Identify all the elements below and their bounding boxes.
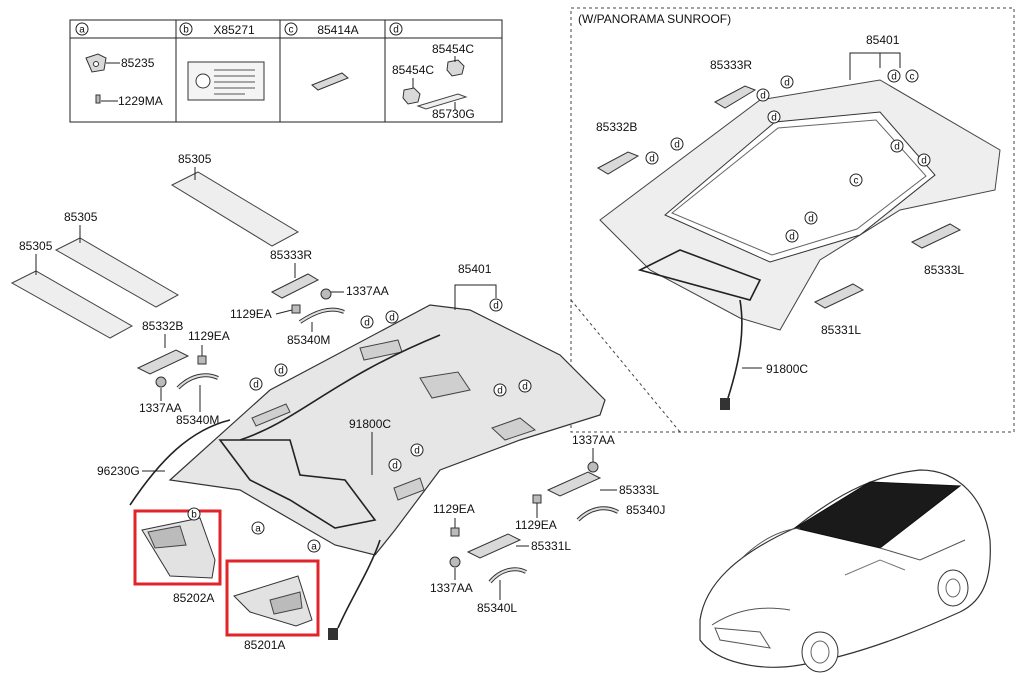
label-85340j: 85340J bbox=[626, 503, 665, 517]
bracket-group-upper: 85333R 1337AA 1129EA 85340M bbox=[230, 248, 389, 347]
svg-text:d: d bbox=[808, 214, 814, 225]
svg-text:d: d bbox=[493, 301, 499, 312]
svg-text:d: d bbox=[891, 72, 897, 83]
label-85333l: 85333L bbox=[619, 483, 659, 497]
car-illustration bbox=[699, 469, 991, 673]
label-1337aa-1: 1337AA bbox=[346, 284, 389, 298]
svg-text:d: d bbox=[414, 446, 420, 457]
svg-text:d: d bbox=[389, 313, 395, 324]
label-85235: 85235 bbox=[121, 56, 155, 70]
legend-table: a b X85271 c 85414A d 85235 1229MA bbox=[69, 19, 503, 123]
svg-text:d: d bbox=[278, 366, 284, 377]
legend-key-b: b bbox=[179, 22, 193, 36]
svg-text:d: d bbox=[784, 78, 790, 89]
svg-text:c: c bbox=[289, 25, 294, 36]
svg-text:d: d bbox=[921, 156, 927, 167]
label-85202a: 85202A bbox=[173, 591, 214, 605]
label-1337aa-3: 1337AA bbox=[572, 433, 615, 447]
inset-label-91800c: 91800C bbox=[766, 362, 808, 376]
label-1129ea-2: 1129EA bbox=[188, 329, 230, 343]
svg-text:c: c bbox=[854, 176, 859, 187]
bracket-group-right: 1337AA 85333L 1129EA 1129EA 85340J 85331… bbox=[430, 433, 665, 615]
main-headliner: 85401 d d d d d d d d d a a 91800C 96230… bbox=[97, 262, 606, 640]
label-1129ea-1: 1129EA bbox=[230, 307, 272, 321]
svg-text:b: b bbox=[183, 25, 189, 36]
label-1129ea-3: 1129EA bbox=[433, 502, 475, 516]
label-pad-mid: 85305 bbox=[64, 210, 98, 224]
svg-text:d: d bbox=[789, 232, 795, 243]
label-85401: 85401 bbox=[458, 262, 492, 276]
svg-text:a: a bbox=[311, 542, 317, 553]
cell-a-parts: 85235 1229MA bbox=[85, 53, 163, 108]
sun-visor-85201a[interactable]: 85201A bbox=[225, 559, 320, 652]
roof-pads: 85305 85305 85305 bbox=[10, 152, 300, 339]
label-85332b: 85332B bbox=[142, 319, 183, 333]
inset-label-85401: 85401 bbox=[866, 33, 900, 47]
svg-text:d: d bbox=[253, 380, 259, 391]
svg-text:d: d bbox=[760, 91, 766, 102]
label-pad-left: 85305 bbox=[19, 239, 53, 253]
cell-d-parts: 85454C 85454C 85730G bbox=[392, 42, 475, 121]
svg-text:d: d bbox=[392, 461, 398, 472]
label-1337aa-4: 1337AA bbox=[430, 581, 473, 595]
inset-label-85332b: 85332B bbox=[596, 120, 637, 134]
bracket-group-lower: 85332B 1129EA 1337AA 85340M bbox=[136, 319, 230, 427]
label-85340m-1: 85340M bbox=[287, 333, 330, 347]
label-85340l: 85340L bbox=[477, 601, 517, 615]
inset-title: (W/PANORAMA SUNROOF) bbox=[578, 12, 731, 26]
svg-text:d: d bbox=[364, 318, 370, 329]
svg-text:a: a bbox=[255, 524, 261, 535]
svg-text:d: d bbox=[649, 154, 655, 165]
label-91800c: 91800C bbox=[349, 417, 391, 431]
svg-text:d: d bbox=[522, 382, 528, 393]
legend-code-b: X85271 bbox=[213, 23, 255, 37]
legend-key-d: d bbox=[389, 22, 403, 36]
label-96230g: 96230G bbox=[97, 464, 140, 478]
label-1337aa-2: 1337AA bbox=[139, 401, 182, 415]
legend-key-c: c bbox=[284, 22, 298, 36]
cell-b-label-sticker bbox=[187, 61, 265, 101]
svg-text:d: d bbox=[393, 25, 399, 36]
label-85340m-2: 85340M bbox=[176, 413, 219, 427]
label-pad-top: 85305 bbox=[178, 152, 212, 166]
legend-code-c: 85414A bbox=[317, 23, 358, 37]
label-85454c-2: 85454C bbox=[392, 63, 434, 77]
inset-label-85331l: 85331L bbox=[821, 323, 861, 337]
svg-text:d: d bbox=[771, 113, 777, 124]
panorama-inset: (W/PANORAMA SUNROOF) 85401 d c 85333R 85… bbox=[570, 7, 1015, 433]
label-85333r: 85333R bbox=[270, 248, 312, 262]
cell-c-pad bbox=[311, 72, 349, 91]
label-85730g: 85730G bbox=[432, 107, 475, 121]
svg-text:d: d bbox=[894, 142, 900, 153]
label-85331l: 85331L bbox=[531, 539, 571, 553]
svg-text:b: b bbox=[191, 510, 197, 521]
svg-text:d: d bbox=[497, 386, 503, 397]
inset-label-85333l: 85333L bbox=[924, 263, 964, 277]
label-1229ma: 1229MA bbox=[118, 94, 163, 108]
label-85454c-1: 85454C bbox=[432, 42, 474, 56]
inset-label-85333r: 85333R bbox=[710, 58, 752, 72]
svg-text:c: c bbox=[910, 72, 915, 83]
label-1129ea-4: 1129EA bbox=[515, 518, 557, 532]
label-85201a: 85201A bbox=[244, 638, 285, 652]
svg-text:d: d bbox=[674, 140, 680, 151]
svg-text:a: a bbox=[79, 25, 85, 36]
sun-visor-85202a[interactable]: b 85202A bbox=[133, 507, 222, 605]
legend-key-a: a bbox=[75, 22, 89, 36]
